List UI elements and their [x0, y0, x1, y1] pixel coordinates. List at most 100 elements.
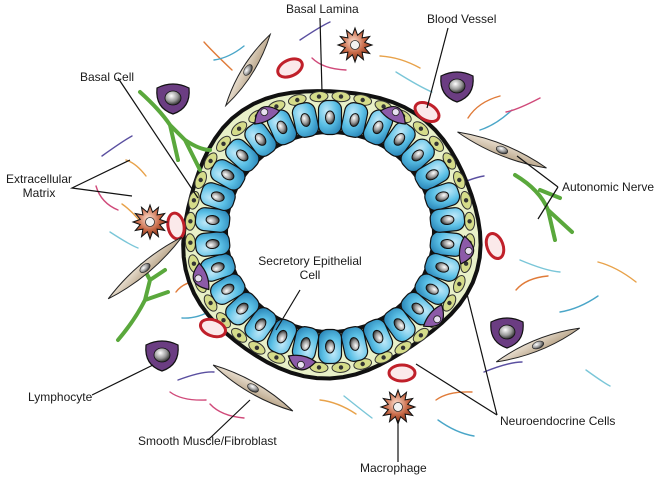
extracellular-matrix-fibers [95, 21, 637, 437]
neuroendocrine-nucleus [194, 274, 203, 283]
smooth-muscle-fibroblast-group [107, 32, 581, 412]
macrophage-group [131, 26, 417, 426]
leader-lines [69, 17, 559, 462]
secretory-cell-nucleus [210, 191, 225, 202]
label-basal-lamina: Basal Lamina [286, 2, 359, 16]
basal-cell-nucleus [467, 219, 472, 224]
secretory-cell-nucleus [393, 318, 406, 331]
secretory-cell-nucleus [435, 262, 450, 273]
secretory-cell-nucleus [236, 302, 249, 315]
basal-cell-nucleus [381, 355, 386, 360]
macrophage-nucleus [350, 40, 360, 50]
neuroendocrine-cell-group [192, 106, 475, 371]
label-smooth-muscle-fibroblast: Smooth Muscle/Fibroblast [138, 434, 277, 448]
basal-cell-nucleus [188, 219, 193, 224]
lymphocyte-nucleus [448, 78, 466, 94]
secretory-cell-nucleus [205, 238, 220, 250]
matrix-fiber [467, 95, 501, 119]
matrix-fiber [101, 135, 133, 157]
leader-smooth-muscle [207, 399, 251, 441]
basal-cell-nucleus [447, 300, 452, 306]
basal-cell-nucleus [463, 261, 469, 266]
basal-cell-nucleus [191, 198, 197, 203]
basal-cell-nucleus [338, 365, 344, 370]
blood-vessel [276, 57, 304, 79]
blood-vessel [484, 231, 506, 261]
fibroblast-nucleus [243, 64, 253, 76]
basal-cell-nucleus [316, 365, 322, 370]
secretory-cell-nucleus [372, 329, 384, 344]
basal-cell-nucleus [463, 198, 469, 203]
macrophage-nucleus [145, 217, 155, 227]
lymphocyte-nucleus [498, 324, 516, 340]
basal-cell-nucleus [381, 104, 386, 109]
basal-cell-nucleus [198, 177, 203, 183]
matrix-fiber [311, 57, 347, 71]
secretory-cell-nucleus [205, 214, 220, 226]
secretory-cell-nucleus [300, 113, 311, 127]
matrix-fiber [319, 399, 357, 415]
secretory-cell-nucleus [254, 318, 267, 331]
leader-blood-vessel [426, 27, 449, 109]
label-basal-cell: Basal Cell [80, 70, 135, 84]
secretory-cell-nucleus [300, 337, 311, 351]
basal-cell-nucleus [338, 94, 344, 99]
leader-basal-cell [117, 77, 199, 199]
matrix-fiber [299, 21, 331, 41]
label-lymphocyte: Lymphocyte [28, 390, 93, 404]
blood-vessel [166, 211, 186, 241]
label-secretory-line2: Cell [299, 268, 321, 282]
leader-extracellular-matrix [69, 159, 133, 197]
matrix-fiber [125, 159, 147, 177]
secretory-cell-nucleus [435, 191, 450, 202]
basal-cell-nucleus [418, 126, 424, 131]
neuroendocrine-nucleus [464, 246, 473, 255]
lymphocyte-nucleus [164, 90, 182, 106]
secretory-cell-nucleus [393, 133, 406, 146]
matrix-fiber [437, 419, 475, 437]
matrix-fiber [479, 109, 513, 131]
secretory-cell-nucleus [276, 329, 288, 344]
matrix-fiber [559, 295, 599, 313]
matrix-fiber [95, 185, 119, 211]
basal-cell-nucleus [236, 126, 242, 131]
matrix-fiber [515, 275, 549, 291]
neuroendocrine-nucleus [296, 360, 305, 369]
secretory-cell-nucleus [425, 169, 439, 181]
leader-autonomic-nerve-2 [537, 186, 559, 220]
secretory-cell-nucleus [210, 262, 225, 273]
autonomic-nerve [513, 173, 574, 242]
label-secretory-line1: Secretory Epithelial [258, 254, 362, 268]
basal-cell-nucleus [295, 97, 300, 103]
blood-vessel [387, 363, 417, 383]
basal-cell-nucleus [447, 158, 452, 164]
autonomic-nerve [116, 263, 170, 342]
matrix-fiber [505, 97, 541, 113]
basal-cell-nucleus [208, 300, 213, 306]
fibroblast-nucleus [247, 383, 259, 393]
lymphocyte-nucleus [153, 347, 171, 363]
basal-cell-nucleus [400, 345, 406, 350]
matrix-fiber [343, 395, 373, 419]
macrophage-nucleus [393, 402, 403, 412]
autonomic-nerve [138, 90, 212, 172]
basal-cell-nucleus [274, 104, 279, 109]
leader-neuroendocrine-2 [466, 293, 498, 416]
secretory-cell-nucleus [425, 283, 439, 295]
secretory-cell-nucleus [440, 214, 455, 226]
blood-vessel [198, 317, 228, 339]
matrix-fiber [435, 391, 473, 401]
matrix-fiber [109, 231, 139, 249]
secretory-cell-nucleus [221, 169, 235, 181]
basal-cell-nucleus [360, 97, 365, 103]
basal-cell-nucleus [274, 355, 279, 360]
matrix-fiber [395, 71, 433, 93]
basal-cell-nucleus [418, 333, 424, 338]
secretory-cell-nucleus [236, 149, 249, 162]
matrix-fiber [169, 391, 207, 401]
blood-vessel [413, 101, 441, 123]
basal-cell-nucleus [434, 141, 439, 146]
basal-cell-nucleus [360, 361, 365, 367]
secretory-cell-nucleus [221, 283, 235, 295]
